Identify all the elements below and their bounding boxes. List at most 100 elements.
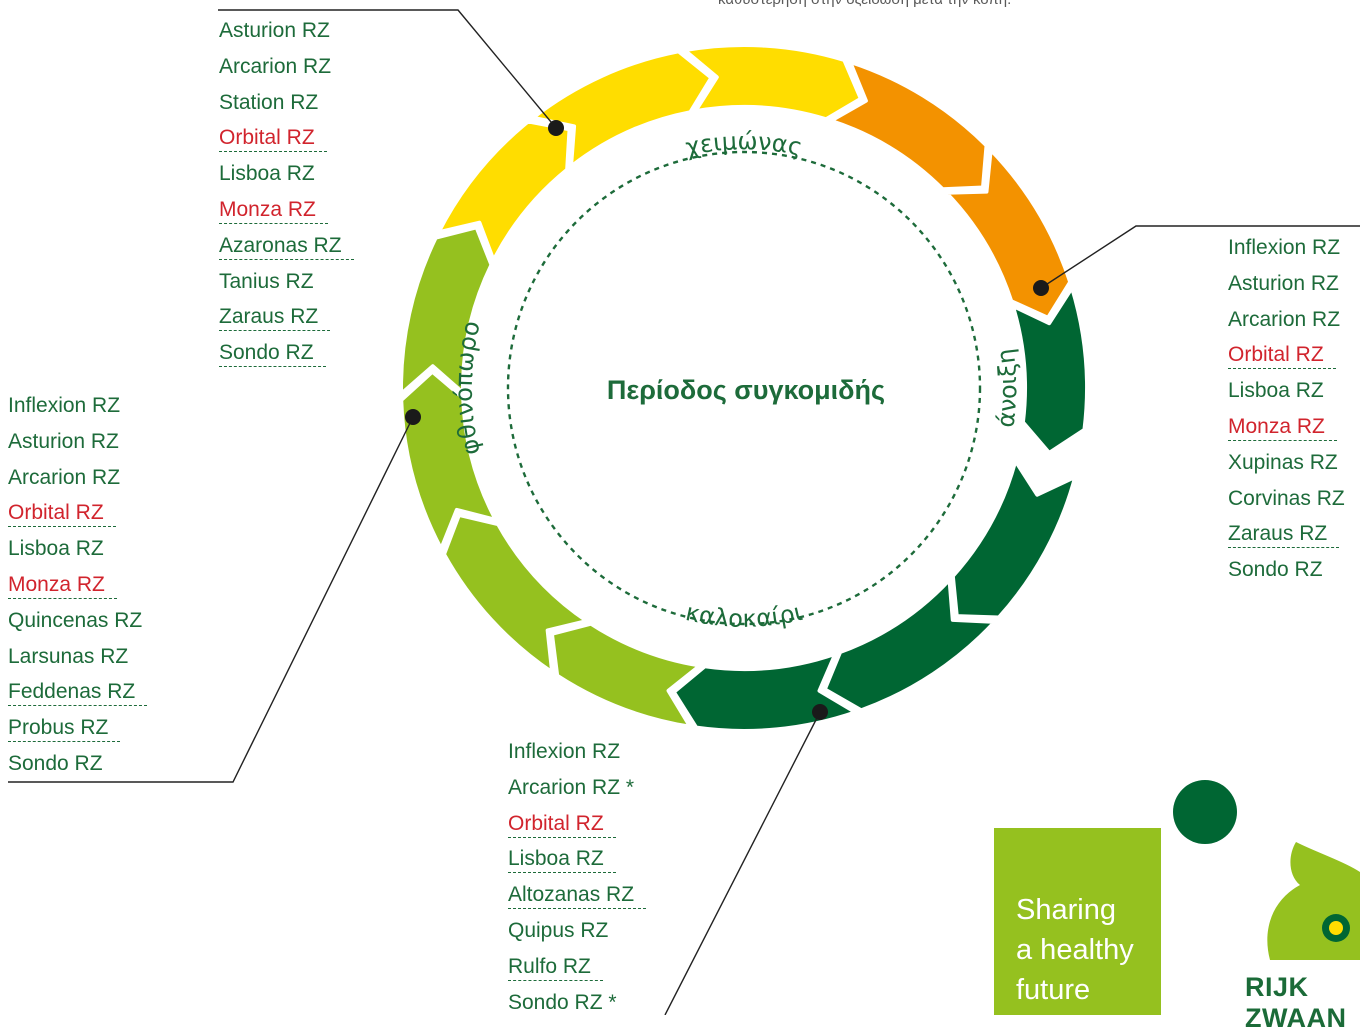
variety-name: Sondo RZ <box>8 751 103 775</box>
ring-segment <box>530 49 714 169</box>
variety-name: Station RZ <box>219 90 319 114</box>
variety-item: Lisboa RZ <box>508 841 646 877</box>
variety-item: Quincenas RZ <box>8 603 147 639</box>
ring-segment <box>399 225 494 396</box>
marker-dot-winter <box>548 120 564 136</box>
variety-item: Feddenas RZ <box>8 674 148 710</box>
ring-segment <box>682 43 863 122</box>
variety-name: Arcarion RZ <box>8 465 121 489</box>
variety-item: Corvinas RZ <box>1228 481 1345 517</box>
variety-list-winter: Asturion RZ Arcarion RZ Station RZ Orbital … <box>219 13 354 371</box>
variety-item: Monza RZ <box>219 192 354 228</box>
variety-name: Arcarion RZ <box>219 54 332 78</box>
top-note: καθυστέρηση στην οξείδωση μετά την κοπή. <box>718 0 1011 8</box>
brand-logo-mark <box>1267 842 1360 960</box>
marker-dot-autumn <box>405 409 421 425</box>
variety-name: Arcarion RZ <box>508 775 634 801</box>
variety-name: Lisboa RZ <box>1228 379 1324 403</box>
variety-name: Larsunas RZ <box>8 644 129 668</box>
variety-item: Sondo RZ <box>8 746 147 782</box>
season-label-autumn: φθινόπωρο <box>450 318 486 458</box>
variety-name: Altozanas RZ <box>508 882 647 910</box>
variety-item: Asturion RZ <box>219 13 354 49</box>
season-label-winter: χειμώνας <box>683 127 805 161</box>
variety-list-summer: Inflexion RZ Arcarion RZ Orbital RZ Lisboa … <box>508 734 647 1021</box>
variety-item: Sondo RZ <box>508 985 646 1021</box>
tagline-line: Sharing <box>1016 894 1116 926</box>
variety-name: Monza RZ <box>8 572 117 599</box>
variety-item: Asturion RZ <box>8 424 147 460</box>
variety-item: Tanius RZ <box>219 264 354 300</box>
variety-name: Inflexion RZ <box>508 740 621 763</box>
ring-segment <box>442 512 589 675</box>
connector-spring <box>1040 225 1360 289</box>
variety-name: Arcarion RZ <box>1228 307 1341 331</box>
variety-name: Rulfo RZ <box>508 954 603 981</box>
variety-item: Zaraus RZ <box>219 299 354 335</box>
tagline-line: a healthy <box>1016 934 1134 966</box>
variety-item: Monza RZ <box>8 567 147 603</box>
variety-item: Orbital RZ <box>508 806 646 842</box>
variety-item: Inflexion RZ <box>508 734 646 770</box>
variety-name: Feddenas RZ <box>8 679 148 707</box>
variety-item: Zaraus RZ <box>1228 516 1345 552</box>
variety-name: Orbital RZ <box>219 125 327 153</box>
variety-item: Probus RZ <box>8 710 147 746</box>
variety-name: Corvinas RZ <box>1228 486 1345 510</box>
variety-name: Monza RZ <box>1228 414 1337 441</box>
variety-name: Orbital RZ <box>8 500 116 528</box>
ring-segment <box>822 577 997 713</box>
ring-segment <box>549 621 703 729</box>
brand-dot <box>1173 780 1237 844</box>
variety-item: Azaronas RZ <box>219 228 354 264</box>
variety-name: Sondo RZ <box>508 990 617 1016</box>
center-title: Περίοδος συγκομιδής <box>607 375 885 405</box>
variety-item: Arcarion RZ <box>1228 302 1345 338</box>
connector-winter <box>218 9 557 129</box>
variety-item: Quipus RZ <box>508 913 646 949</box>
variety-item: Sondo RZ <box>219 335 354 371</box>
variety-name: Asturion RZ <box>219 19 330 42</box>
variety-name: Monza RZ <box>219 197 328 224</box>
brand-wordmark: RIJK ZWAAN <box>1245 972 1347 1033</box>
variety-item: Inflexion RZ <box>8 388 147 424</box>
variety-name: Lisboa RZ <box>8 537 104 561</box>
variety-item: Station RZ <box>219 85 354 121</box>
variety-item: Arcarion RZ <box>508 770 646 806</box>
inner-dashed-circle <box>506 150 982 626</box>
variety-name: Tanius RZ <box>219 269 314 293</box>
variety-name: Inflexion RZ <box>1228 236 1341 259</box>
variety-item: Orbital RZ <box>1228 337 1345 373</box>
season-ring <box>399 43 1089 733</box>
variety-item: Arcarion RZ <box>219 49 354 85</box>
variety-item: Orbital RZ <box>219 120 354 156</box>
variety-item: Lisboa RZ <box>8 531 147 567</box>
variety-item: Larsunas RZ <box>8 639 147 675</box>
ring-segment <box>671 651 858 733</box>
ring-segment <box>436 119 572 263</box>
variety-name: Zaraus RZ <box>219 304 331 332</box>
ring-segment <box>1010 285 1089 455</box>
ring-segment <box>828 59 989 192</box>
variety-name: Sondo RZ <box>1228 558 1323 582</box>
variety-name: Orbital RZ <box>508 811 616 838</box>
variety-item: Sondo RZ <box>1228 552 1345 588</box>
variety-item: Xupinas RZ <box>1228 445 1345 481</box>
variety-item: Lisboa RZ <box>1228 373 1345 409</box>
brand-tagline: Sharing a healthy future <box>1016 890 1134 1010</box>
variety-name: Orbital RZ <box>1228 342 1336 370</box>
variety-name: Azaronas RZ <box>219 233 354 260</box>
ring-segment <box>944 147 1073 320</box>
connector-summer <box>664 711 821 1015</box>
marker-dot-spring <box>1033 280 1049 296</box>
variety-name: Xupinas RZ <box>1228 450 1338 474</box>
variety-name: Probus RZ <box>8 715 121 743</box>
variety-list-autumn: Inflexion RZ Asturion RZ Arcarion RZ Orbita… <box>8 388 148 782</box>
variety-item: Lisboa RZ <box>219 156 354 192</box>
variety-name: Lisboa RZ <box>219 162 315 186</box>
variety-name: Zaraus RZ <box>1228 521 1340 549</box>
season-label-spring: άνοιξη <box>991 347 1022 429</box>
variety-name: Inflexion RZ <box>8 394 121 417</box>
